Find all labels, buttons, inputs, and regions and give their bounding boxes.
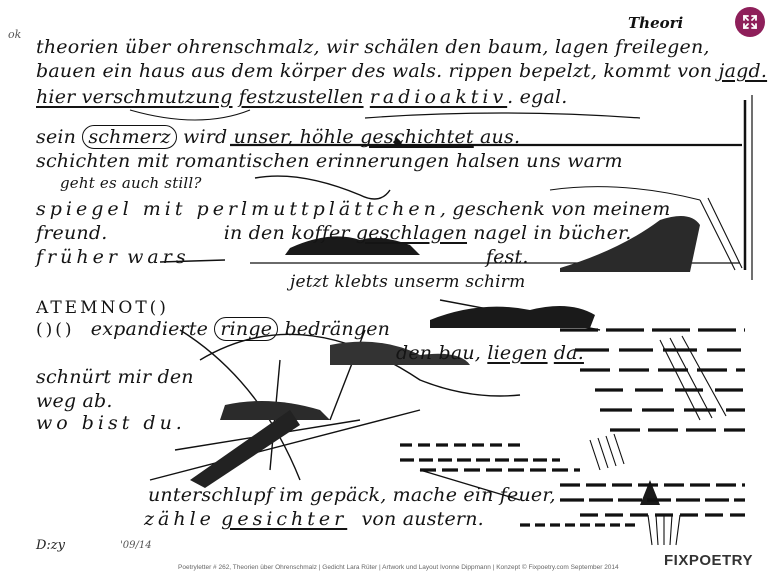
poem-line-2-part-a: bauen ein haus aus dem [36, 60, 274, 82]
poem-line-12: ()() expandierte ringe bedrängen [36, 317, 391, 341]
poem-line-17: unterschlupf im gepäck, mache ein feuer, [148, 484, 556, 506]
poem-line-9-part-c: fest. [485, 246, 529, 268]
poem-line-4-part-b: schmerz [82, 125, 177, 149]
poem-line-7-part-b: , geschenk von meinem [439, 198, 671, 220]
poem-line-13-part-c: da. [553, 342, 584, 364]
brand-logo: FIXPOETRY [664, 552, 753, 569]
poem-line-3-part-d: . egal. [507, 86, 568, 108]
poem-line-13-part-a: den bau, [396, 342, 482, 364]
top-right-mark: Theori [628, 14, 684, 32]
poem-line-8-part-a: freund. [36, 222, 108, 244]
poem-line-18-part-a: zähle [144, 508, 215, 530]
poem-line-8-part-b: in den koffer [223, 222, 350, 244]
date-mark: '09/14 [120, 540, 152, 551]
poem-line-12-part-c: ringe [214, 317, 279, 341]
expand-button[interactable] [735, 7, 765, 37]
poem-line-9: früher wars fest. [36, 246, 529, 268]
poem-line-7: spiegel mit perlmuttplättchen, geschenk … [36, 198, 670, 220]
expand-arrows-icon [743, 15, 757, 29]
poem-line-3-part-b: festzustellen [238, 86, 364, 108]
poem-line-4-part-e: aus. [480, 126, 521, 148]
poem-line-3-part-a: hier verschmutzung [36, 86, 233, 108]
poem-line-18-part-b: gesichter [221, 508, 348, 530]
poem-line-8-part-d: nagel in bücher. [473, 222, 632, 244]
poem-line-4-part-c: wird unser, höhle [183, 126, 354, 148]
poem-line-15: weg ab. [36, 390, 113, 412]
poem-line-5: schichten mit romantischen erinnerungen … [36, 150, 623, 172]
poem-line-12-part-a: ()() [36, 320, 75, 340]
poem-line-18: zähle gesichter von austern. [144, 508, 484, 530]
poem-line-3: hier verschmutzung festzustellen radioak… [36, 86, 568, 108]
poem-line-4-part-d: geschichtet [360, 126, 474, 148]
poem-line-2-part-c: des wals. rippen bepelzt, kommt von [351, 60, 713, 82]
poem-line-9-part-a: früher [36, 246, 121, 268]
poem-line-2: bauen ein haus aus dem körper des wals. … [36, 60, 767, 82]
poem-line-8-part-c: geschlagen [355, 222, 468, 244]
poem-line-4: sein schmerz wird unser, höhle geschicht… [36, 125, 521, 149]
poem-line-4-part-a: sein [36, 126, 77, 148]
poem-line-10: jetzt klebts unserm schirm [290, 272, 526, 292]
poem-line-3-part-c: radioaktiv [369, 86, 508, 108]
poem-line-18-part-c: von austern. [361, 508, 484, 530]
corner-note: ok [8, 28, 22, 41]
poem-line-12-part-b: expandierte [90, 318, 209, 340]
poem-line-16: wo bist du. [36, 412, 186, 434]
poem-line-7-part-a: spiegel mit perlmuttplättchen [36, 198, 440, 220]
poem-line-11: ATEMNOT() [36, 298, 169, 318]
poem-line-12-part-d: bedrängen [284, 318, 391, 340]
footer-credit: Poetryletter # 262, Theorien über Ohrens… [178, 564, 619, 571]
poem-line-6: geht es auch still? [60, 174, 202, 192]
poem-line-13-part-b: liegen [487, 342, 548, 364]
poem-line-2-part-b: körper [279, 60, 346, 82]
signature: D:zy [36, 538, 65, 553]
poem-line-14: schnürt mir den [36, 366, 194, 388]
poem-line-1: theorien über ohrenschmalz, wir schälen … [36, 36, 710, 58]
poem-line-8: freund. in den koffer geschlagen nagel i… [36, 222, 631, 244]
poem-line-9-part-b: wars [127, 246, 190, 268]
poem-line-13: den bau, liegen da. [396, 342, 584, 364]
poem-line-2-part-d: jagd. [718, 60, 768, 82]
